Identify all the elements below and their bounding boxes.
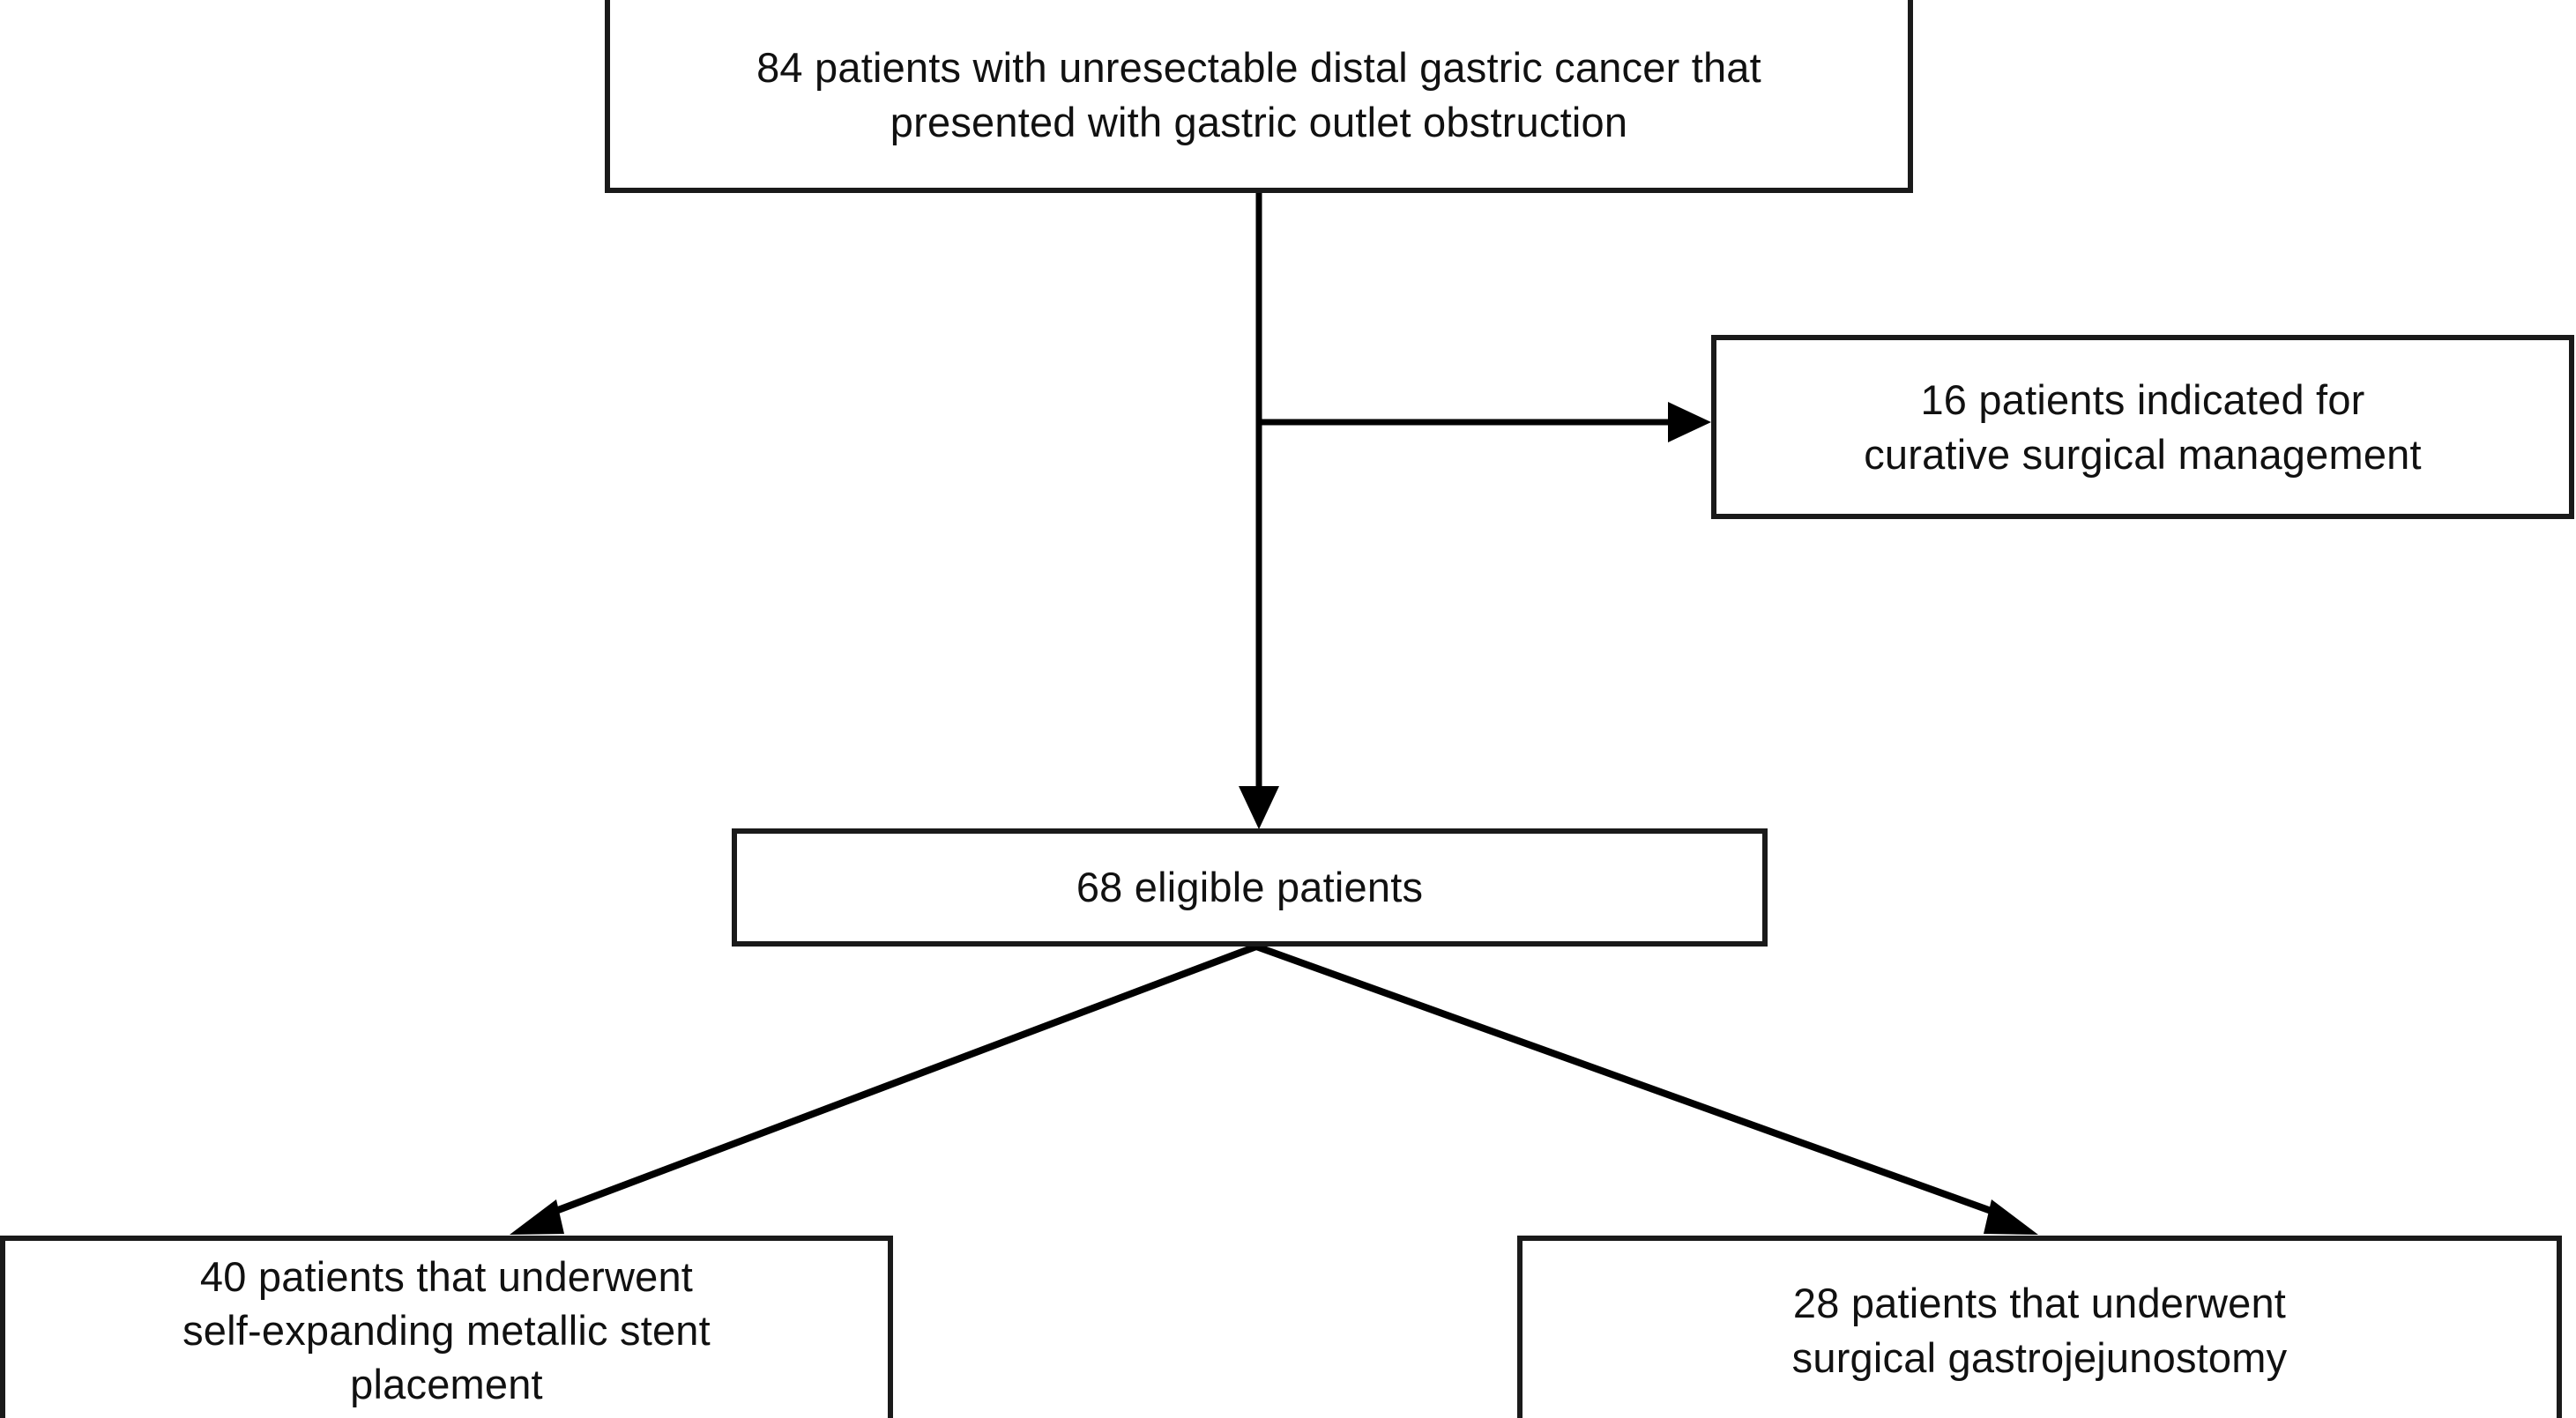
node-source-cohort-label: 84 patients with unresectable distal gas… (756, 44, 1761, 145)
node-stent-arm: 40 patients that underwent self-expandin… (0, 1236, 893, 1418)
node-excluded-curative-surgery-label: 16 patients indicated for curative surgi… (1864, 376, 2422, 478)
node-source-cohort: 84 patients with unresectable distal gas… (605, 0, 1913, 193)
arrow-eligible-to-stent (510, 943, 1258, 1235)
arrow-source-to-eligible (1239, 192, 1279, 829)
node-stent-arm-label: 40 patients that underwent self-expandin… (182, 1252, 711, 1408)
node-eligible-cohort-label: 68 eligible patients (1076, 864, 1424, 911)
node-gastrojejunostomy-arm-label: 28 patients that underwent surgical gast… (1791, 1280, 2288, 1381)
node-gastrojejunostomy-arm: 28 patients that underwent surgical gast… (1517, 1236, 2562, 1418)
arrow-source-to-excluded (1259, 402, 1711, 442)
node-eligible-cohort: 68 eligible patients (732, 828, 1768, 947)
arrow-eligible-to-gastrojejunostomy (1254, 943, 2038, 1235)
node-excluded-curative-surgery: 16 patients indicated for curative surgi… (1711, 335, 2574, 519)
